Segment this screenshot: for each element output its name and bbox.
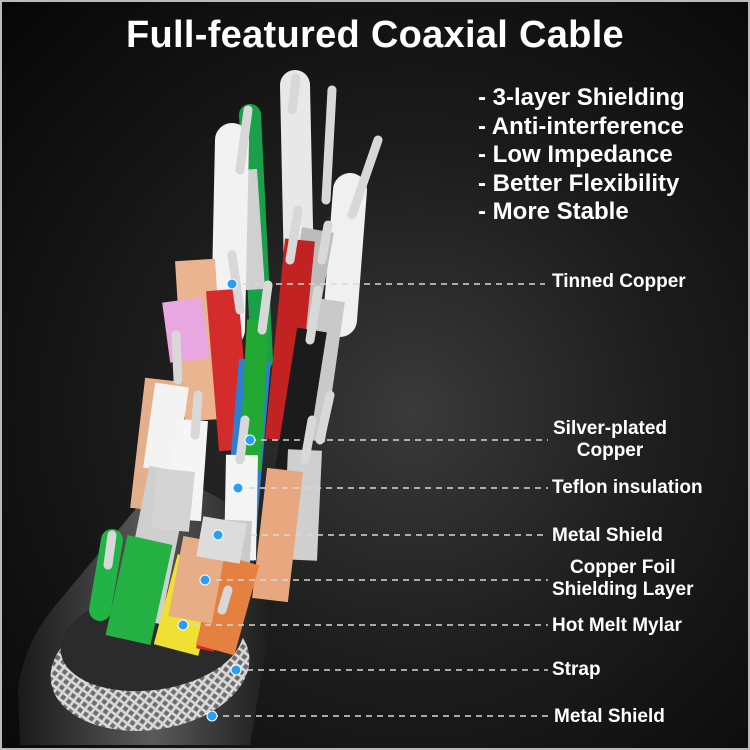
label-line: Silver-plated <box>553 418 668 439</box>
feature-list: - 3-layer Shielding - Anti-interference … <box>478 84 685 227</box>
label-strap: Strap <box>552 659 601 680</box>
feature-item: - Low Impedance <box>478 141 673 168</box>
label-copper-foil: Copper Foil Shielding Layer <box>552 557 693 601</box>
wire-bundle <box>89 70 383 656</box>
callout-lines <box>183 283 548 717</box>
callout-dot-copper-foil <box>199 574 211 586</box>
label-teflon-insulation: Teflon insulation <box>552 477 703 498</box>
label-silver-plated-copper: Silver-plated Copper <box>553 418 667 462</box>
feature-item: - More Stable <box>478 198 629 225</box>
label-line: Copper Foil <box>569 557 676 578</box>
callout-dot-silver-plated-copper <box>244 434 256 446</box>
label-tinned-copper: Tinned Copper <box>552 271 686 292</box>
callout-dot-teflon <box>232 482 244 494</box>
label-hot-melt-mylar: Hot Melt Mylar <box>552 615 682 636</box>
feature-item: - Better Flexibility <box>478 169 680 197</box>
callout-dot-metal-shield-inner <box>212 529 224 541</box>
feature-item: - 3-layer Shielding <box>478 84 685 111</box>
callout-dot-strap <box>230 664 242 676</box>
feature-item: - Anti-interference <box>478 112 684 140</box>
label-line: Copper <box>576 440 644 461</box>
label-metal-shield-outer: Metal Shield <box>554 706 665 727</box>
callout-dot-hot-melt-mylar <box>177 619 189 631</box>
label-metal-shield-inner: Metal Shield <box>552 525 663 546</box>
callout-dot-metal-shield-outer <box>206 710 218 722</box>
label-line: Shielding Layer <box>552 579 694 600</box>
callout-dot-tinned-copper <box>226 278 238 290</box>
page-title: Full-featured Coaxial Cable <box>126 14 624 56</box>
callout-dots <box>177 278 256 722</box>
